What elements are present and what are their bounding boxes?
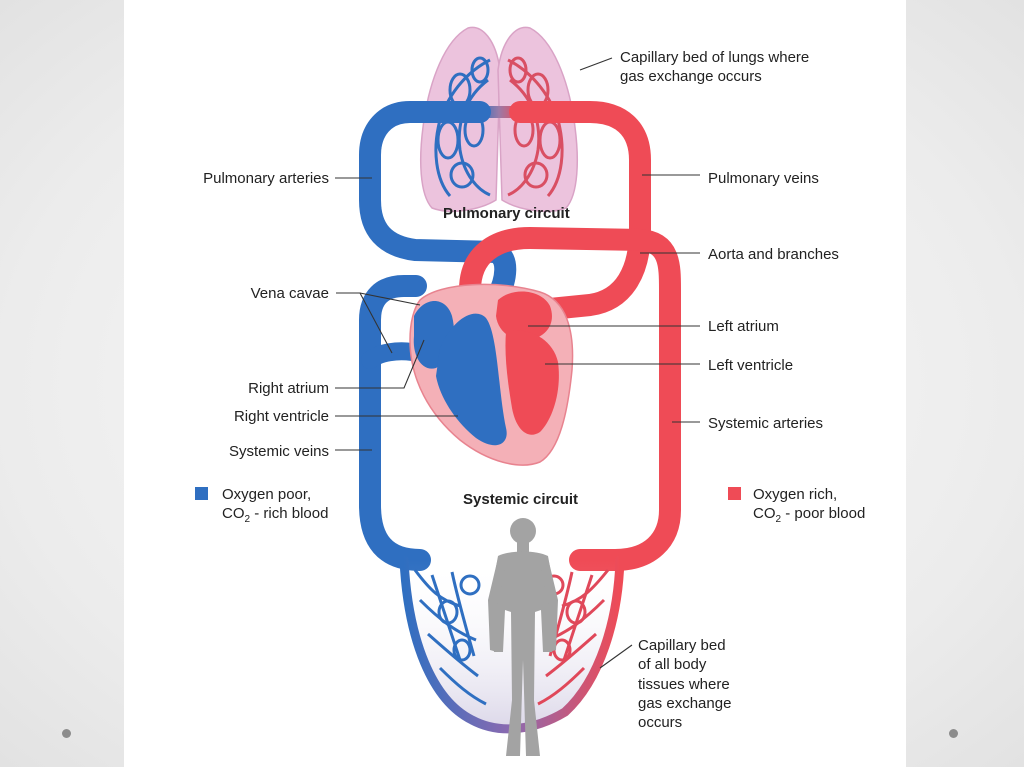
legend-rich-sub: 2 [776,514,782,525]
label-left-ventricle: Left ventricle [708,357,793,374]
figure-right-arm [541,558,558,652]
left-ventricle-shape [505,330,559,435]
capillary-mesh-left [413,569,487,706]
label-capillary-body-3: tissues where [638,676,730,693]
figure-left-arm [488,558,505,652]
leader-capillary-lungs [579,57,613,71]
label-capillary-body-4: gas exchange [638,695,731,712]
legend-oxygen-poor-line2: CO2 - rich blood [222,505,328,525]
human-figure [488,518,558,756]
label-vena-cavae: Vena cavae [251,285,329,302]
label-systemic-veins: Systemic veins [229,443,329,460]
legend-poor-sub: 2 [245,514,251,525]
right-ventricle-shape [436,313,507,446]
figure-neck [517,542,529,552]
leader-vena-cavae-2 [359,292,421,306]
label-capillary-lungs-2: gas exchange occurs [620,68,762,85]
leader-lines [335,57,700,669]
label-systemic-arteries: Systemic arteries [708,415,823,432]
figure-torso [490,551,556,756]
label-pulmonary-circuit: Pulmonary circuit [443,205,570,222]
prev-slide-dot[interactable] [62,729,71,738]
labels: Capillary bed of lungs where gas exchang… [203,49,839,731]
label-systemic-circuit: Systemic circuit [463,491,578,508]
legend-oxygen-rich-line1: Oxygen rich, [753,486,837,503]
systemic-vein-vessel [359,275,431,571]
legend-swatch-oxygen-poor [195,487,208,500]
label-capillary-body-2: of all body [638,656,707,673]
label-capillary-body-5: occurs [638,714,682,731]
left-atrium-shape [496,291,552,341]
legend-oxygen-rich-line2: CO2 - poor blood [753,505,865,525]
legend-oxygen-poor-line1: Oxygen poor, [222,486,311,503]
label-capillary-body-1: Capillary bed [638,637,726,654]
legend-poor-rest: - rich blood [250,505,328,522]
legend: Oxygen poor, CO2 - rich blood Oxygen ric… [195,486,865,525]
label-pulmonary-veins: Pulmonary veins [708,170,819,187]
pulmonary-artery-vessel [359,101,509,263]
slide: Capillary bed of lungs where gas exchang… [124,0,906,767]
label-right-ventricle: Right ventricle [234,408,329,425]
legend-rich-rest: - poor blood [781,505,865,522]
legend-rich-co2: CO [753,505,776,522]
leader-right-atrium [335,339,425,389]
label-right-atrium: Right atrium [248,380,329,397]
circulation-diagram: Capillary bed of lungs where gas exchang… [195,26,865,756]
next-slide-dot[interactable] [949,729,958,738]
figure-head [510,518,536,544]
heart [409,283,574,466]
label-left-atrium: Left atrium [708,318,779,335]
label-pulmonary-arteries: Pulmonary arteries [203,170,329,187]
label-capillary-lungs-1: Capillary bed of lungs where [620,49,809,66]
legend-swatch-oxygen-rich [728,487,741,500]
vena-cava-inferior [361,342,421,369]
label-aorta: Aorta and branches [708,246,839,263]
leader-capillary-body [599,644,633,669]
legend-poor-co2: CO [222,505,245,522]
